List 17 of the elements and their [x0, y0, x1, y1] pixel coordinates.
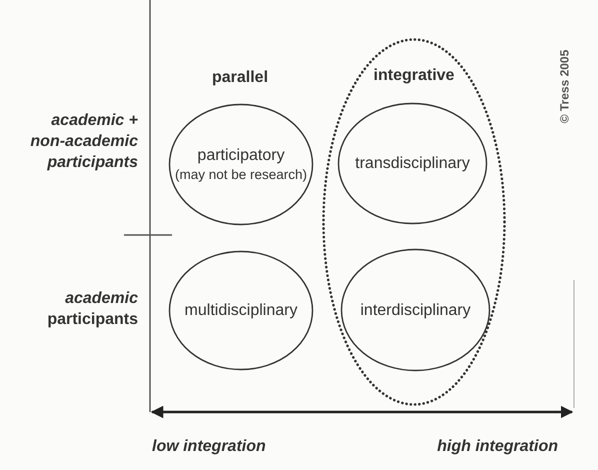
axis-label: low integration: [152, 437, 267, 457]
copyright-note: © Tress 2005: [556, 48, 572, 126]
ellipse-node: [340, 248, 491, 372]
column-heading: integrative: [374, 66, 454, 85]
node-label: participatory: [197, 146, 285, 164]
node-label: interdisciplinary: [360, 300, 471, 320]
row-label: academic participants: [46, 289, 138, 330]
group-ellipse: [322, 38, 506, 406]
node-label: multidisciplinary: [184, 301, 298, 320]
node-label: transdisciplinary: [355, 154, 470, 173]
column-heading: parallel: [210, 68, 270, 88]
axis-label: high integration: [436, 437, 558, 457]
ellipse-node: [168, 250, 314, 371]
row-label: academic + non-academic participants: [29, 111, 138, 173]
ellipse-node: [337, 102, 488, 225]
node-note: (may not be research): [174, 166, 308, 184]
ellipse-node: [168, 103, 314, 226]
